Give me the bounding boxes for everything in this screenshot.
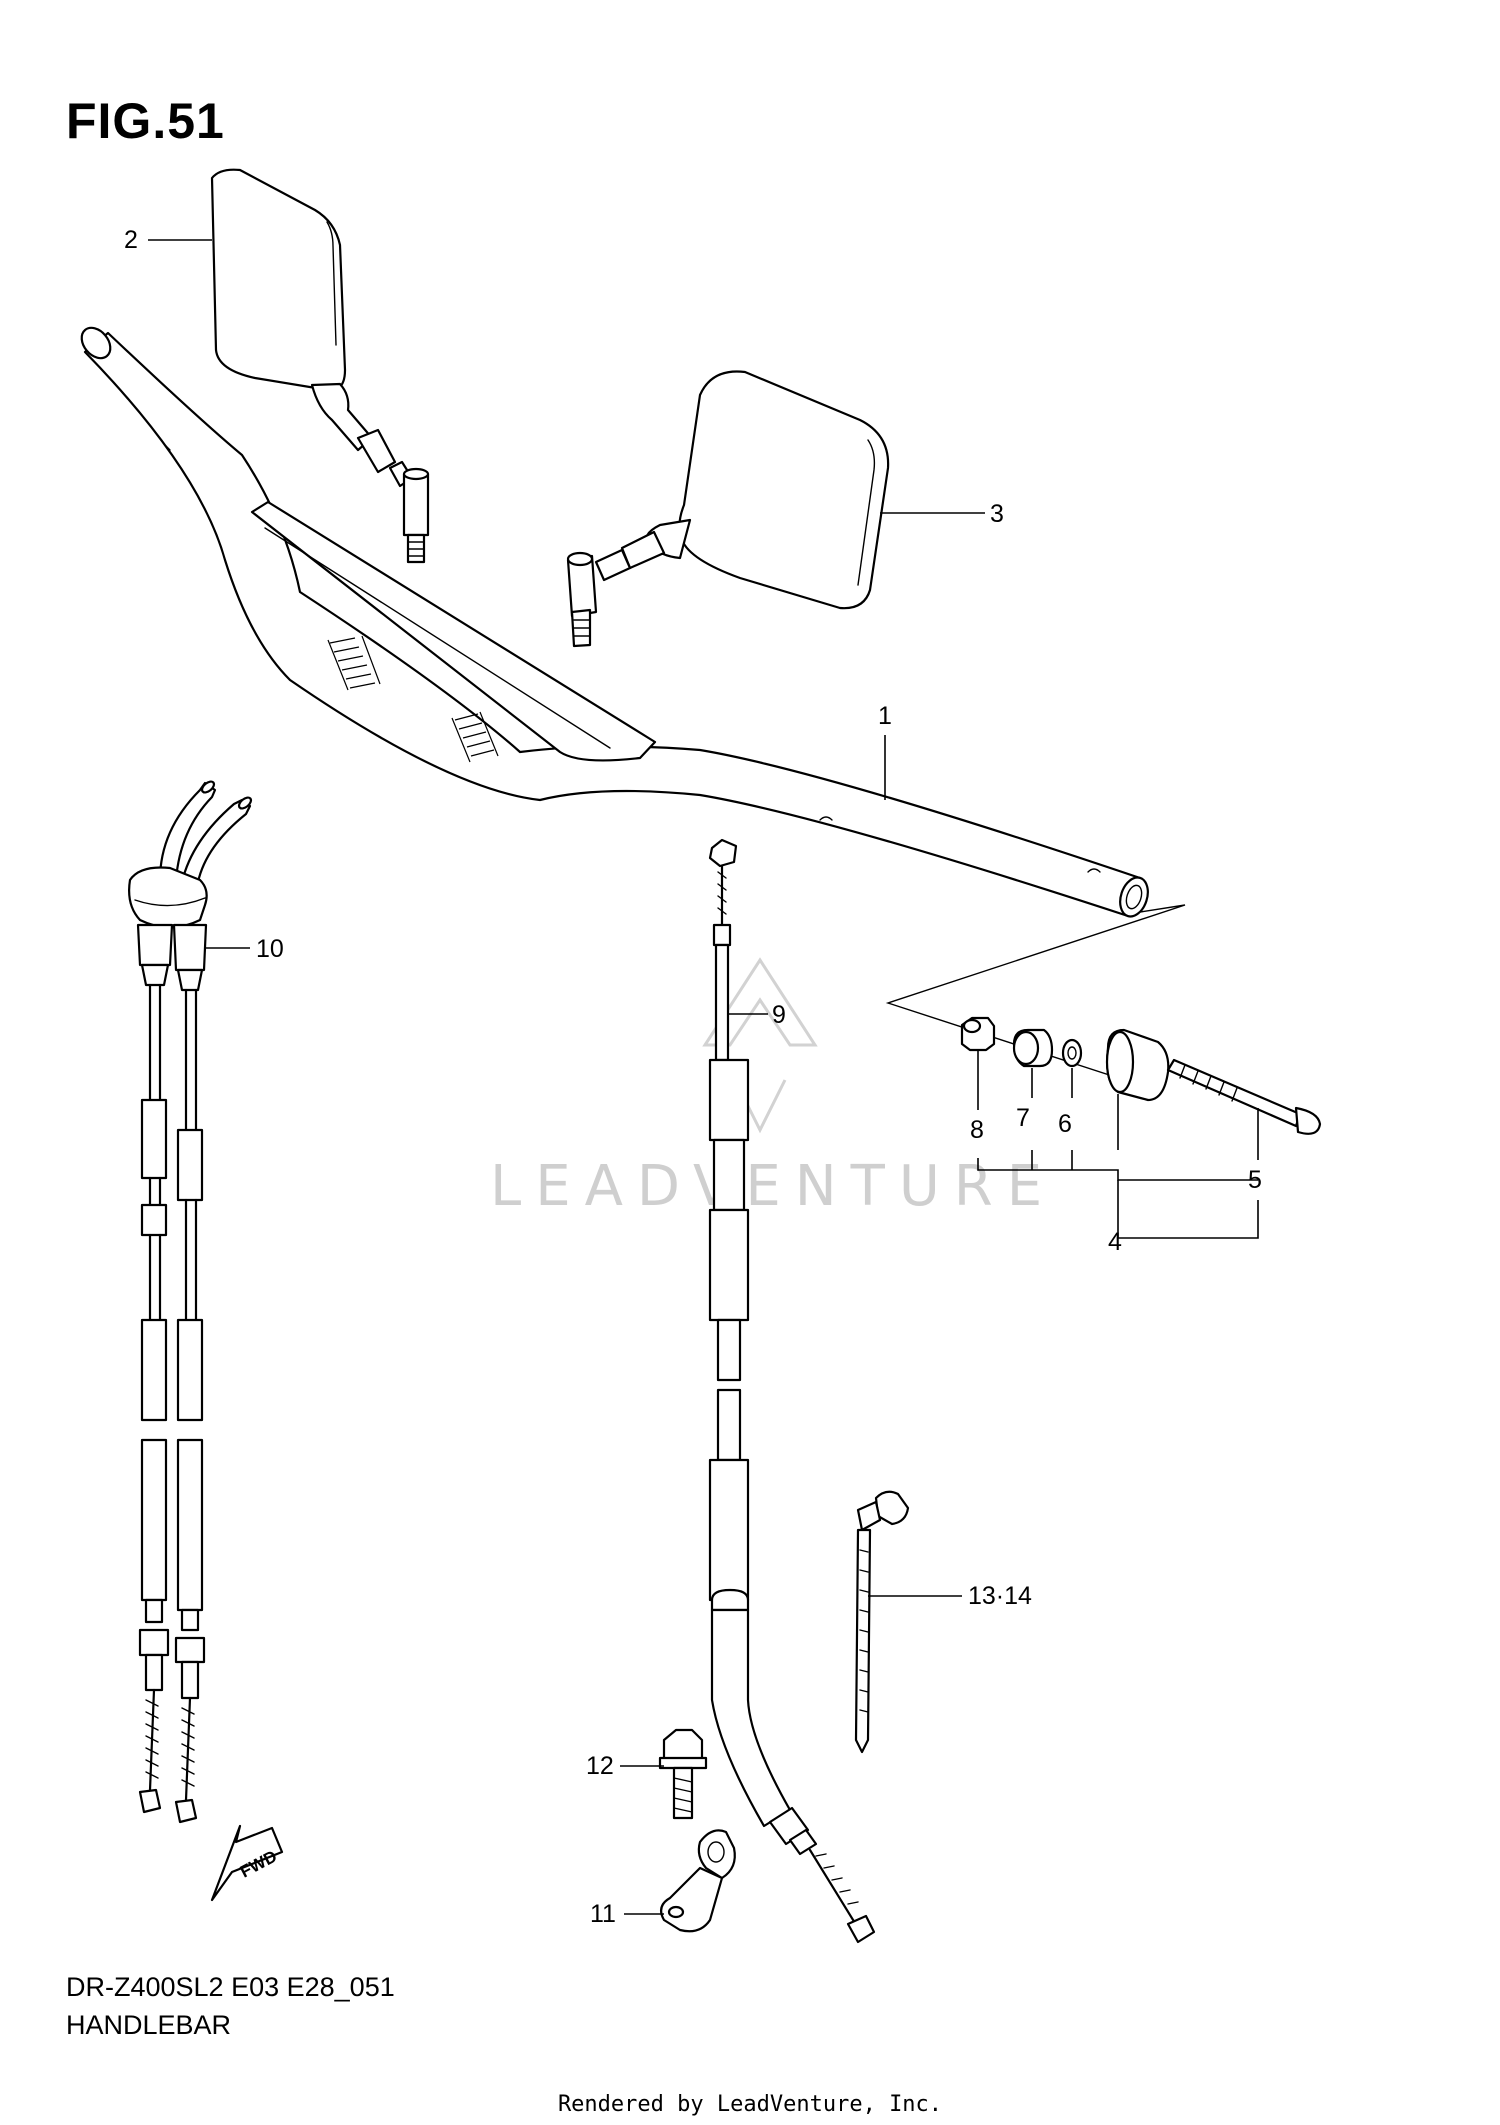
cable-tie[interactable] xyxy=(854,1490,910,1754)
callout-3[interactable]: 3 xyxy=(990,500,1004,528)
spacer[interactable] xyxy=(1012,1028,1054,1068)
throttle-cables[interactable] xyxy=(128,779,253,1824)
callout-9[interactable]: 9 xyxy=(772,1001,786,1029)
callout-12[interactable]: 12 xyxy=(586,1752,614,1780)
bolt[interactable] xyxy=(658,1728,708,1820)
balancer-nut[interactable] xyxy=(960,1016,996,1052)
callout-8[interactable]: 8 xyxy=(970,1116,984,1144)
callout-4[interactable]: 4 xyxy=(1108,1228,1122,1256)
watermark-text: LEADVENTURE xyxy=(490,1154,1056,1219)
leader-lines xyxy=(148,239,1259,1915)
balancer-weight[interactable] xyxy=(1105,1028,1170,1102)
callout-10[interactable]: 10 xyxy=(256,935,284,963)
left-mirror[interactable] xyxy=(210,168,430,564)
washer[interactable] xyxy=(1061,1038,1083,1068)
figure-title: FIG.51 xyxy=(66,93,225,149)
callout-7[interactable]: 7 xyxy=(1016,1104,1030,1132)
cable-clamp[interactable] xyxy=(659,1829,736,1933)
handlebar[interactable] xyxy=(76,322,1153,920)
callout-13-14[interactable]: 13·14 xyxy=(968,1582,1032,1610)
clutch-cable[interactable] xyxy=(708,838,876,1944)
knurl-left xyxy=(327,635,381,691)
forward-direction-arrow: FWD xyxy=(210,1824,284,1902)
callout-6[interactable]: 6 xyxy=(1058,1110,1072,1138)
balancer-screw[interactable] xyxy=(1166,1058,1322,1135)
watermark-logo: LEADVENTURE xyxy=(490,957,1056,1219)
right-mirror[interactable] xyxy=(566,370,890,648)
callout-1[interactable]: 1 xyxy=(878,702,892,730)
model-code: DR-Z400SL2 E03 E28_051 xyxy=(66,1972,395,2002)
callout-2[interactable]: 2 xyxy=(124,226,138,254)
callout-11[interactable]: 11 xyxy=(590,1900,616,1928)
diagram-name: HANDLEBAR xyxy=(66,2010,232,2040)
callout-5[interactable]: 5 xyxy=(1248,1166,1262,1194)
knurl-right xyxy=(451,711,499,763)
render-credit: Rendered by LeadVenture, Inc. xyxy=(557,2092,943,2117)
